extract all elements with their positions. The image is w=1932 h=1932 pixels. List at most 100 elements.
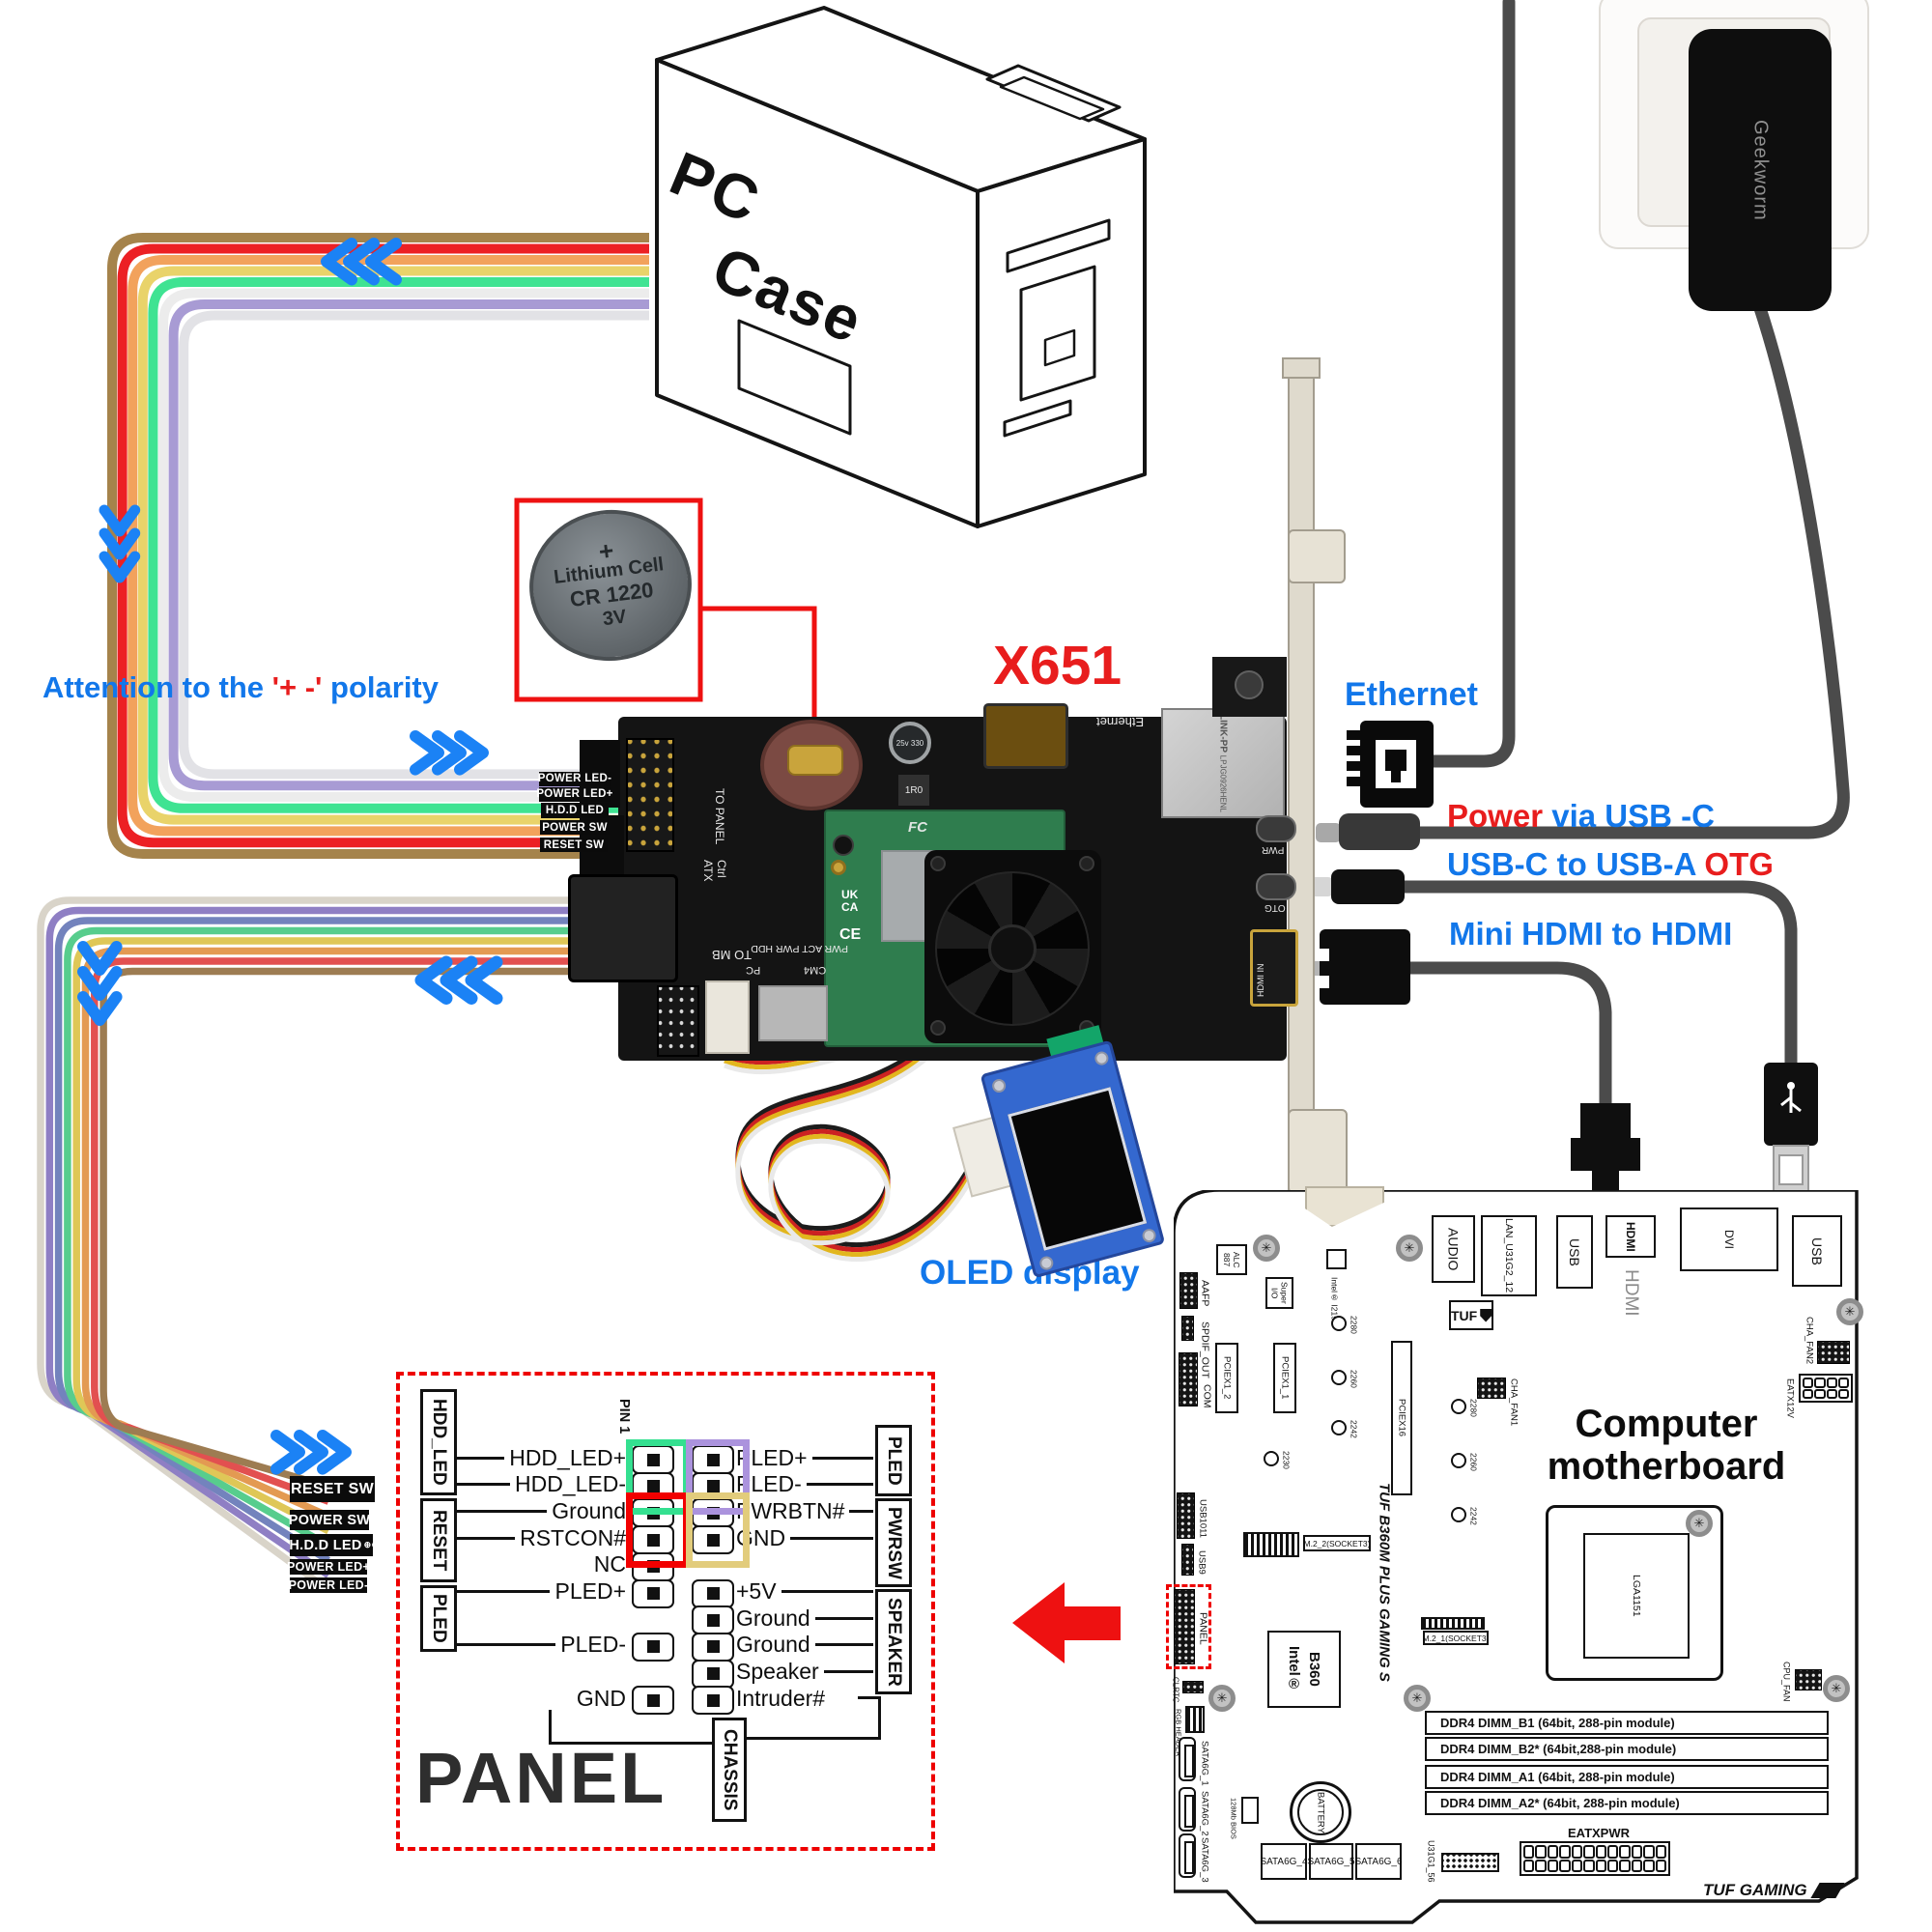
- box-pciex16: PCIEX16: [1391, 1341, 1412, 1495]
- panel-right-label-8: Speaker: [736, 1659, 873, 1686]
- cm4-antenna-connector: [831, 860, 846, 875]
- board-badge-4: RESET SW: [540, 838, 608, 852]
- panel-cell-left-7: [632, 1632, 674, 1662]
- pin-cell: [1535, 1859, 1547, 1872]
- label: SATA6G_6: [1354, 1856, 1403, 1867]
- case-bay: [1019, 265, 1096, 402]
- hole-label: 2242: [1349, 1419, 1359, 1438]
- label-aafp: AAFP: [1199, 1280, 1211, 1307]
- board-badge-2: H.D.D LED: [541, 803, 609, 818]
- panel-left-label-7: PLED-: [456, 1632, 626, 1659]
- cm4-fcc-logo: FC: [908, 819, 927, 836]
- pin: [646, 1480, 660, 1493]
- usbc-power-plug: [1316, 813, 1420, 850]
- label: DVI: [1722, 1229, 1736, 1249]
- adapter-brand: Geekworm: [1749, 119, 1772, 221]
- panel-pinout-diagram: HDD_LED RESET PLED PLED PWRSW SPEAKER CH…: [396, 1372, 935, 1851]
- pin-label: HDD_LED+: [509, 1444, 626, 1470]
- label-cpu-fan: CPU_FAN: [1781, 1662, 1792, 1702]
- label-panel: PANEL: [1197, 1612, 1209, 1645]
- capacitor-marking: 25v 330: [895, 738, 924, 748]
- leader-line: [456, 1643, 556, 1647]
- leader-line: [456, 1483, 510, 1487]
- wireA-6: [168, 299, 649, 791]
- pin: [706, 1587, 720, 1600]
- board-badge-1: POWER LED+: [536, 787, 613, 802]
- chevron-l: [321, 238, 357, 286]
- pin: [706, 1693, 720, 1707]
- hdmi-cable: [1404, 961, 1612, 1116]
- case-bay-slot: [1006, 218, 1111, 273]
- panel-right-label-0: PLED+: [736, 1444, 873, 1471]
- chevron-d: [99, 527, 141, 560]
- label: HDMI: [1624, 1221, 1637, 1252]
- hdmi-in-port: [1250, 929, 1298, 1007]
- dotsw-header: [1441, 1853, 1499, 1872]
- pin-label: Ground: [552, 1497, 626, 1523]
- connector-4x2: [1799, 1374, 1853, 1403]
- hdd-led-polarity-icons: ⊕⊖: [363, 1540, 380, 1549]
- silk-pwr: PWR: [1262, 844, 1285, 855]
- group-pled: PLED: [420, 1585, 457, 1652]
- battery-inner: [1297, 1789, 1344, 1835]
- box-part: [1326, 1249, 1347, 1269]
- inductor: [983, 703, 1068, 769]
- group-pwrsw: PWRSW: [875, 1498, 912, 1587]
- pin-cell: [1523, 1845, 1535, 1859]
- label-sata6g-1: SATA6G_1: [1199, 1740, 1210, 1786]
- chevron-l: [365, 238, 402, 286]
- group-hdd-led: HDD_LED: [420, 1389, 457, 1495]
- screw-icon: ✳: [1208, 1685, 1236, 1712]
- mounting-hole: [1451, 1399, 1466, 1414]
- oled-screw: [1093, 1049, 1110, 1067]
- pin-cell: [1643, 1845, 1655, 1859]
- silk-hdmi-in: HDMI IN: [1256, 963, 1265, 998]
- bottom-header: [657, 985, 699, 1057]
- pin-label: PLED-: [560, 1632, 626, 1658]
- leader-line: [456, 1456, 505, 1460]
- otg-label-red: OTG: [1704, 846, 1774, 882]
- leader-line: [849, 1509, 873, 1513]
- label: ALC 887: [1222, 1251, 1241, 1268]
- sata-connector: [1179, 1833, 1196, 1878]
- pin: [706, 1533, 720, 1547]
- dots-header: [1181, 1544, 1194, 1576]
- wireA-7: [179, 310, 649, 780]
- pin-cell: [1826, 1378, 1837, 1388]
- screw-icon: ✳: [1396, 1235, 1423, 1262]
- panel-cell-left-5: [632, 1578, 674, 1608]
- inductor-1r0: 1R0: [898, 775, 929, 806]
- leader-line: [806, 1483, 873, 1487]
- dimm-slot: DDR4 DIMM_A2* (64bit, 288-pin module): [1425, 1791, 1829, 1815]
- battery-line3: 3V: [601, 606, 628, 631]
- leader-line: [456, 1536, 516, 1540]
- jst-connector: [705, 980, 750, 1054]
- pin-label: NC: [593, 1551, 626, 1577]
- power-label-blue: via USB -C: [1543, 798, 1715, 834]
- box-super-i-o: Super I/O: [1265, 1277, 1293, 1309]
- pin-cell: [1803, 1378, 1814, 1388]
- panel-left-label-5: PLED+: [456, 1578, 626, 1605]
- screw-icon: ✳: [1836, 1298, 1863, 1325]
- label-com: COM: [1201, 1383, 1213, 1408]
- label-intel-i219v: Intel® I219V: [1329, 1276, 1340, 1326]
- leader-line: [823, 1670, 873, 1674]
- dots-header: [1477, 1378, 1506, 1399]
- pin-cell: [1583, 1859, 1595, 1872]
- polarity-mark: '+ -': [271, 670, 323, 704]
- tuf-logo: TUF: [1449, 1300, 1493, 1330]
- wireA-5: [158, 288, 649, 802]
- pin-label: Ground: [736, 1632, 810, 1658]
- label-spdif-out: SPDIF_OUT: [1199, 1321, 1211, 1378]
- intruder-elbow: [746, 1737, 881, 1740]
- leader-line: [814, 1643, 873, 1647]
- pin-label: PLED+: [554, 1578, 626, 1604]
- pin-cell: [1631, 1859, 1643, 1872]
- silk-led-row: PWR ACT PWR HDD: [751, 943, 848, 954]
- polarity-note: Attention to the '+ -' polarity: [43, 670, 439, 705]
- to-panel-header: [626, 738, 674, 852]
- pci-bracket-tab: [1282, 357, 1321, 379]
- ethernet-icon: [1347, 721, 1434, 808]
